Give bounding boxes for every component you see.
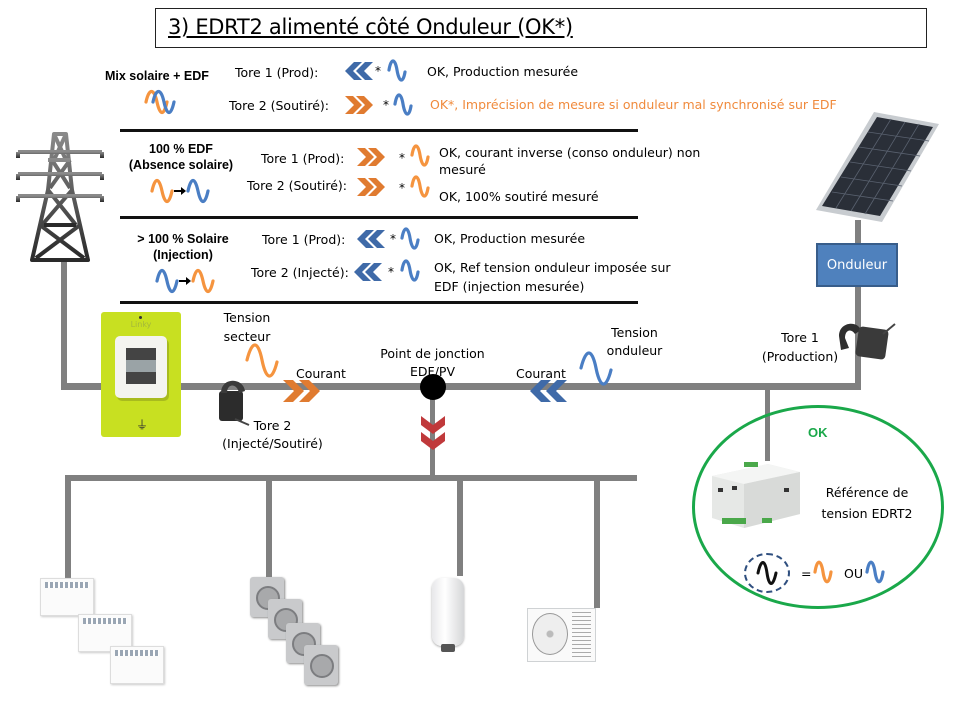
s2-row1-star: * — [399, 151, 405, 165]
linky-meter: Linky ⏚ — [101, 312, 181, 437]
red-down-chevron-icon — [421, 416, 445, 450]
scenario-2-name: 100 % EDF (Absence solaire) — [118, 142, 244, 172]
s2-row1-result-line2: mesuré — [439, 162, 486, 177]
load-sockets — [250, 577, 360, 692]
courant-left-label: Courant — [296, 366, 346, 381]
scenario-3-name-line2: (Injection) — [153, 248, 213, 262]
scenario-2-name-line1: 100 % EDF — [149, 142, 213, 156]
load-radiators — [40, 578, 164, 688]
s1-row2-result: OK*, Imprécision de mesure si onduleur m… — [430, 97, 837, 112]
solar-to-edf-wave-icon — [155, 268, 215, 294]
heat-pump-icon — [527, 608, 596, 662]
s2-row1-result-line1: OK, courant inverse (conso onduleur) non — [439, 145, 701, 160]
s3-row1-result: OK, Production mesurée — [434, 231, 586, 246]
power-pylon-icon — [16, 132, 104, 262]
title-box: 3) EDRT2 alimenté côté Onduleur (OK*) — [155, 8, 927, 48]
orange-right-chevron-icon — [357, 178, 385, 196]
socket-icon — [304, 645, 338, 685]
solar-panel-icon — [816, 112, 939, 222]
s3-row1-tore: Tore 1 (Prod): — [262, 232, 346, 247]
orange-right-chevron-icon — [357, 148, 385, 166]
edf-wave-icon — [813, 560, 833, 584]
edf-wave-icon — [410, 175, 430, 198]
wire-load-sockets — [266, 478, 272, 578]
separator-2 — [120, 216, 638, 219]
s1-row1-star: * — [375, 64, 381, 78]
edrt2-ok-circle — [692, 405, 944, 609]
scenario-3-name-line1: > 100 % Solaire — [137, 232, 229, 246]
wire-load-heater — [457, 478, 463, 576]
linky-screen-frame — [115, 336, 167, 398]
s1-row1-tore: Tore 1 (Prod): — [235, 65, 319, 80]
s3-row2-result-line2: EDF (injection mesurée) — [434, 279, 585, 294]
edrt2-reference-label: Référence de tension EDRT2 — [821, 485, 913, 521]
blue-left-chevron-icon — [357, 230, 385, 248]
separator-3 — [120, 301, 638, 304]
equals-sign: = — [801, 566, 812, 581]
wire-pylon-down — [61, 262, 67, 390]
edrt2-module-icon — [712, 462, 800, 528]
black-wave-icon — [756, 561, 778, 585]
wire-load-heatpump — [594, 478, 600, 608]
blue-left-chevron-icon — [354, 263, 382, 281]
orange-right-chevron-icon — [345, 96, 373, 114]
solar-wave-icon — [865, 560, 885, 584]
junction-label: Point de jonction EDF/PV — [380, 346, 485, 379]
s1-row2-star: * — [383, 98, 389, 112]
tore1-label: Tore 1 (Production) — [761, 330, 839, 364]
solar-wave-icon — [400, 227, 420, 250]
wire-main-horizontal — [61, 383, 861, 390]
s3-row2-result-line1: OK, Ref tension onduleur imposée sur — [434, 260, 671, 275]
onduleur-box: Onduleur — [816, 243, 898, 287]
edf-to-solar-wave-icon — [150, 178, 210, 204]
linky-label: Linky — [130, 320, 152, 329]
s3-row2-tore: Tore 2 (Injecté): — [251, 265, 349, 280]
separator-1 — [120, 129, 638, 132]
tension-onduleur-label: Tension onduleur — [606, 325, 663, 358]
mixed-wave-icon — [144, 89, 176, 115]
s2-row2-star: * — [399, 181, 405, 195]
solar-wave-icon — [393, 93, 413, 116]
current-clamp-tore1-icon — [839, 323, 896, 360]
solar-wave-icon — [387, 59, 407, 82]
scenario-1-name: Mix solaire + EDF — [105, 69, 209, 83]
radiator-icon — [110, 646, 164, 684]
radiator-icon — [78, 614, 132, 652]
s3-row2-star: * — [388, 265, 394, 279]
tore2-label: Tore 2 (Injecté/Soutiré) — [222, 418, 323, 451]
or-label: OU — [844, 566, 863, 581]
junction-point — [420, 374, 446, 400]
scenario-2-name-line2: (Absence solaire) — [128, 158, 234, 172]
linky-led — [139, 316, 142, 319]
s1-row2-tore: Tore 2 (Soutiré): — [229, 98, 330, 113]
page-title: 3) EDRT2 alimenté côté Onduleur (OK*) — [168, 15, 573, 39]
edf-wave-icon — [410, 144, 430, 167]
wire-solar-down — [855, 220, 861, 390]
edf-wave-icon — [245, 343, 279, 378]
s1-row1-result: OK, Production mesurée — [427, 64, 579, 79]
current-clamp-tore2-icon — [219, 380, 250, 426]
reference-wave-dashed-circle — [744, 553, 790, 593]
wire-junction-down — [430, 390, 435, 478]
s2-row2-result: OK, 100% soutiré mesuré — [439, 189, 599, 204]
edrt2-status: OK — [808, 425, 828, 440]
wire-load-radiators — [65, 478, 71, 578]
courant-right-label: Courant — [516, 366, 566, 381]
s3-row1-star: * — [390, 232, 396, 246]
tension-secteur-label: Tension secteur — [223, 310, 271, 344]
s3-row2-result: OK, Ref tension onduleur imposée sur EDF… — [434, 258, 671, 296]
s2-row2-tore: Tore 2 (Soutiré): — [247, 178, 348, 193]
s2-row1-tore: Tore 1 (Prod): — [261, 151, 345, 166]
wire-loads-horizontal — [65, 475, 637, 481]
radiator-icon — [40, 578, 94, 616]
water-heater-icon — [432, 578, 464, 652]
scenario-3-name: > 100 % Solaire (Injection) — [128, 232, 238, 262]
orange-right-chevron-icon — [283, 380, 320, 402]
s2-row1-result: OK, courant inverse (conso onduleur) non… — [439, 144, 700, 178]
solar-wave-icon — [400, 259, 420, 282]
blue-left-chevron-icon — [345, 62, 373, 80]
plug-icon: ⏚ — [136, 418, 149, 432]
blue-left-chevron-icon — [530, 380, 567, 402]
solar-wave-icon — [579, 351, 613, 386]
